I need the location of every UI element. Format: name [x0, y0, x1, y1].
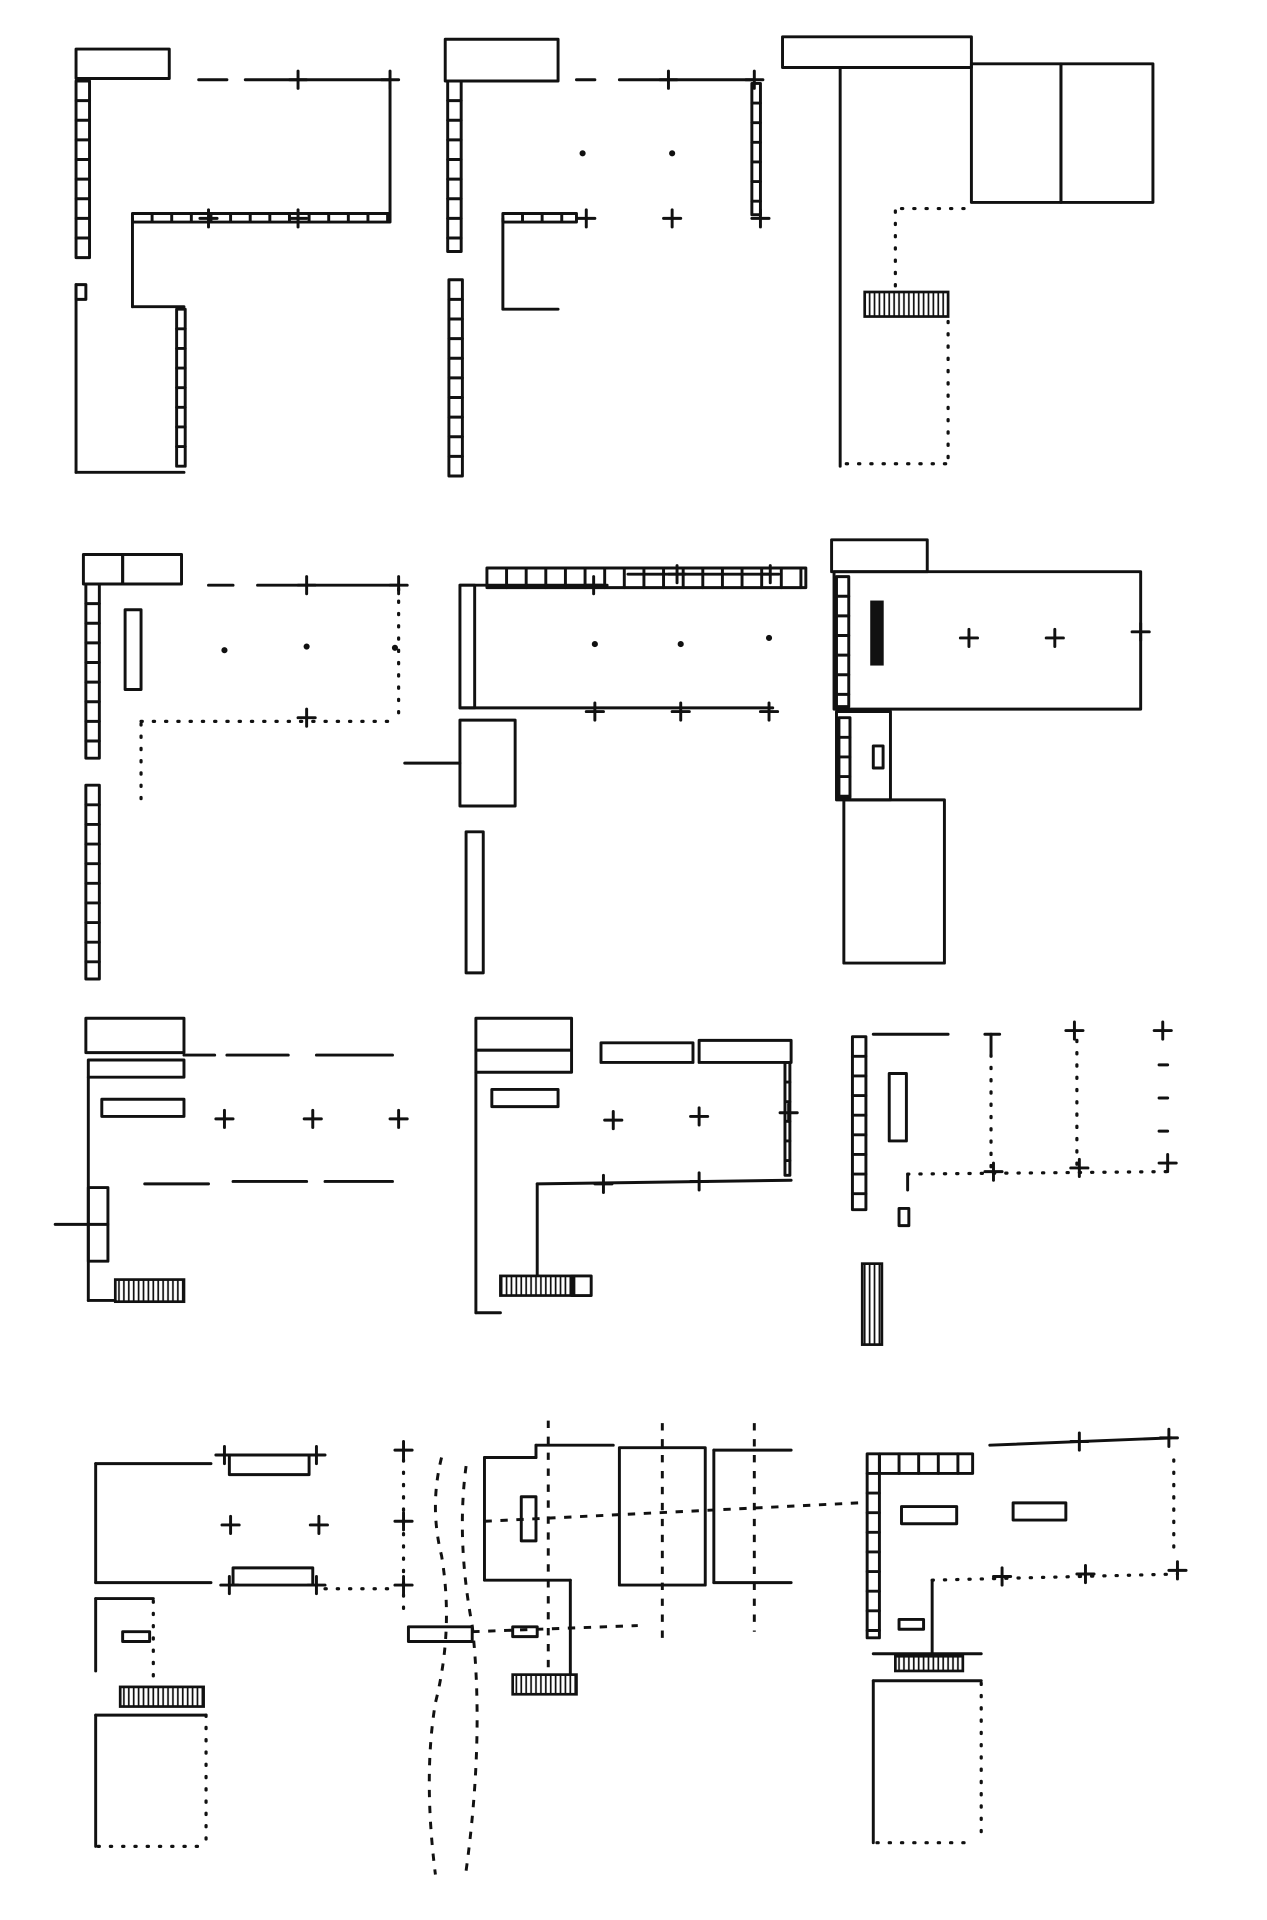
- room-rect: [1011, 1501, 1068, 1522]
- room-rect: [123, 608, 143, 691]
- room-rect: [121, 553, 183, 586]
- room-rect: [231, 1566, 315, 1587]
- room-rect: [897, 1617, 926, 1631]
- column-dot: [765, 634, 773, 642]
- path-sketch: [460, 1465, 479, 1872]
- dotted-line: [906, 1170, 1170, 1176]
- solid-block: [870, 600, 884, 666]
- stair-hatch: [860, 1262, 884, 1346]
- column-dot: [303, 643, 310, 650]
- room-rect: [81, 553, 125, 586]
- room-rect: [74, 79, 92, 260]
- column-dot: [221, 647, 228, 654]
- stair-hatch: [511, 1673, 578, 1696]
- room-rect: [84, 582, 101, 760]
- room-rect: [835, 575, 851, 709]
- room-rect: [900, 1505, 959, 1526]
- room-rect: [781, 35, 973, 69]
- room-rect: [100, 1097, 186, 1118]
- room-rect: [570, 1274, 593, 1298]
- room-rect: [511, 1625, 539, 1639]
- room-rect: [227, 1453, 311, 1477]
- room-rect: [697, 1038, 793, 1064]
- column-dot: [669, 150, 676, 157]
- dashed-line: [472, 1624, 638, 1634]
- room-rect: [458, 583, 477, 710]
- room-rect: [865, 1452, 881, 1640]
- room-rect: [897, 1206, 911, 1228]
- room-rect: [1059, 62, 1155, 204]
- room-rect: [750, 81, 762, 217]
- stair-hatch: [863, 290, 950, 318]
- room-rect: [617, 1446, 707, 1587]
- room-rect: [406, 1625, 474, 1643]
- room-rect: [84, 1016, 186, 1055]
- column-dot: [677, 641, 684, 648]
- room-rect: [877, 1452, 975, 1475]
- room-rect: [474, 1016, 574, 1052]
- room-rect: [887, 1072, 908, 1143]
- dashed-line: [484, 1501, 859, 1523]
- room-rect: [446, 79, 463, 253]
- room-rect: [871, 744, 885, 770]
- stair-hatch: [118, 1685, 205, 1708]
- room-rect: [121, 1630, 152, 1643]
- column-dot: [591, 641, 598, 648]
- room-rect: [474, 1048, 574, 1074]
- room-rect: [490, 1087, 560, 1109]
- room-rect: [443, 37, 560, 83]
- room-rect: [830, 538, 929, 574]
- room-rect: [458, 718, 517, 808]
- room-rect: [842, 798, 946, 965]
- path-sketch: [427, 1457, 448, 1875]
- room-rect: [850, 1035, 868, 1212]
- wall-line: [535, 1178, 793, 1186]
- room-rect: [501, 211, 578, 224]
- column-dot: [391, 644, 399, 651]
- room-rect: [74, 47, 171, 80]
- sketch-marks: [53, 35, 1188, 1875]
- stair-hatch: [113, 1278, 186, 1304]
- room-rect: [485, 566, 808, 590]
- dotted-line: [930, 1572, 1180, 1582]
- room-rect: [599, 1041, 695, 1064]
- stair-hatch: [499, 1274, 576, 1297]
- room-rect: [86, 1058, 186, 1079]
- room-rect: [969, 62, 1063, 204]
- room-rect: [464, 830, 485, 975]
- stair-hatch: [894, 1654, 965, 1673]
- room-rect: [74, 283, 88, 301]
- column-dot: [579, 150, 586, 157]
